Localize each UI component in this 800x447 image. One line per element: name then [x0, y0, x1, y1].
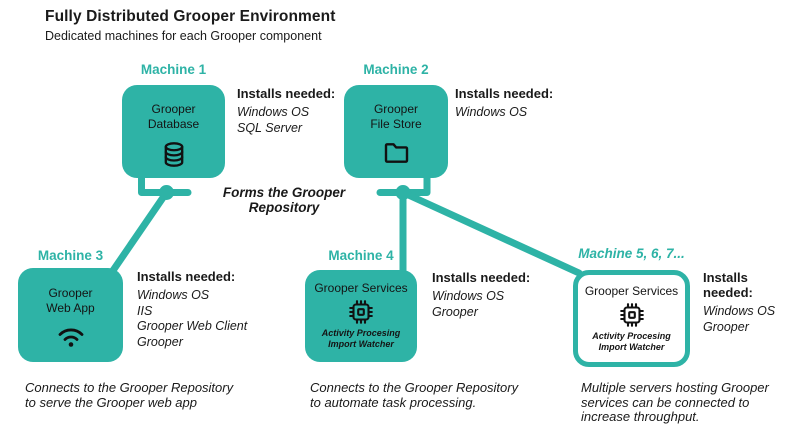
machine-3-label: Machine 3 — [37, 248, 104, 263]
wifi-icon — [58, 328, 83, 347]
connector-to-machine3 — [108, 189, 170, 276]
installs-heading: Installs needed: — [432, 270, 531, 285]
machine-3-component: Grooper Web App — [46, 286, 95, 315]
machine-1-component: Grooper Database — [147, 102, 200, 131]
machine-4-installs: Installs needed: Windows OS Grooper — [432, 270, 602, 320]
installs-heading: Installs needed: — [237, 86, 336, 101]
machine-4-component: Grooper Services — [314, 281, 408, 295]
database-icon — [164, 142, 183, 167]
machine-5-services: Activity Procesing Import Watcher — [592, 331, 671, 353]
installs-list: Windows OS Grooper — [703, 304, 776, 334]
machine-5-installs: Installs needed: Windows OS Grooper — [703, 270, 798, 335]
repository-label: Forms the Grooper Repository — [222, 185, 346, 215]
machine-4-label: Machine 4 — [328, 248, 394, 263]
machine-4-services: Activity Procesing Import Watcher — [321, 328, 401, 350]
machine-1-installs: Installs needed: Windows OS SQL Server — [237, 86, 407, 136]
machine-3-caption: Connects to the Grooper Repository to se… — [25, 380, 234, 410]
page-title: Fully Distributed Grooper Environment — [45, 8, 336, 25]
machine-5-caption: Multiple servers hosting Grooper service… — [581, 380, 769, 424]
installs-heading: Installs needed: — [455, 86, 554, 101]
installs-heading: Installs needed: — [137, 269, 236, 284]
installs-list: Windows OS SQL Server — [237, 105, 310, 135]
machine-2-box: Grooper File Store — [344, 85, 448, 178]
machine-5-label: Machine 5, 6, 7... — [578, 246, 685, 261]
machine-1-label: Machine 1 — [140, 62, 207, 77]
chip-icon — [619, 303, 644, 327]
machine-3-box: Grooper Web App — [18, 268, 123, 362]
machine-5-component: Grooper Services — [584, 284, 679, 298]
machine-5-box: Grooper Services Activity Procesing Impo… — [573, 270, 690, 367]
junction-dot-right — [395, 185, 411, 200]
page-subtitle: Dedicated machines for each Grooper comp… — [45, 29, 322, 43]
installs-heading: Installs needed: — [703, 270, 753, 300]
junction-dot-left — [159, 185, 174, 200]
machine-3-installs: Installs needed: Windows OS IIS Grooper … — [137, 269, 307, 350]
machine-4-caption: Connects to the Grooper Repository to au… — [310, 380, 519, 410]
machine-1-box: Grooper Database — [122, 85, 225, 178]
folder-icon — [384, 143, 408, 163]
machine-2-component: Grooper File Store — [370, 102, 422, 131]
installs-list: Windows OS IIS Grooper Web Client Groope… — [137, 288, 248, 349]
connector-to-machine5 — [399, 189, 583, 277]
installs-list: Windows OS — [455, 105, 528, 119]
machine-2-label: Machine 2 — [363, 62, 429, 77]
machine-4-box: Grooper Services Activity Procesing Impo… — [305, 270, 417, 362]
machine-2-installs: Installs needed: Windows OS — [455, 86, 625, 121]
chip-icon — [349, 300, 373, 324]
installs-list: Windows OS Grooper — [432, 289, 505, 319]
